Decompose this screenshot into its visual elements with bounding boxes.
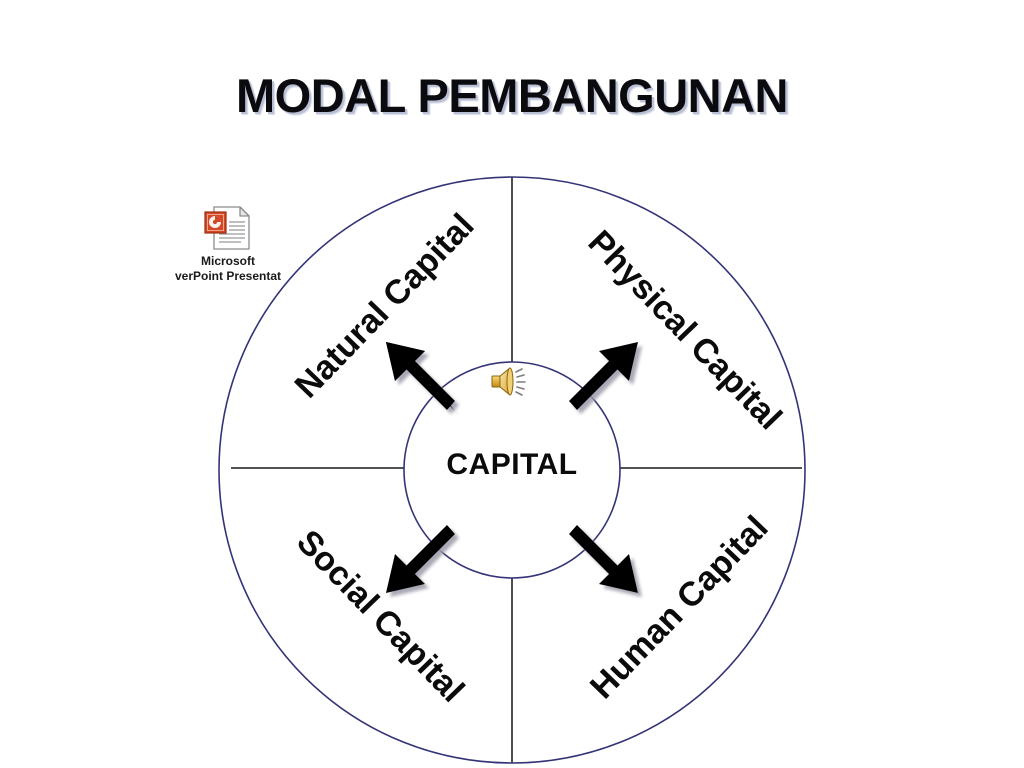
caption-line-1: Microsoft — [201, 254, 255, 268]
speaker-icon[interactable] — [489, 363, 533, 401]
page-title: MODAL PEMBANGUNAN — [235, 69, 789, 122]
speaker-icon-glyph — [491, 367, 526, 396]
inner-circle — [403, 361, 621, 579]
arrow-human — [569, 525, 638, 593]
powerpoint-icon-glyph — [204, 206, 250, 250]
arrow-physical — [569, 342, 638, 410]
arrow-natural — [386, 342, 455, 411]
powerpoint-presentation-icon[interactable] — [202, 204, 254, 252]
center-label-capital: CAPITAL — [446, 448, 578, 481]
caption-line-2: verPoint Presentat — [174, 269, 282, 283]
arrow-social — [386, 525, 455, 593]
embedded-powerpoint-object[interactable]: Microsoft verPoint Presentat — [152, 204, 304, 286]
embedded-object-caption: Microsoft verPoint Presentat — [152, 254, 304, 284]
